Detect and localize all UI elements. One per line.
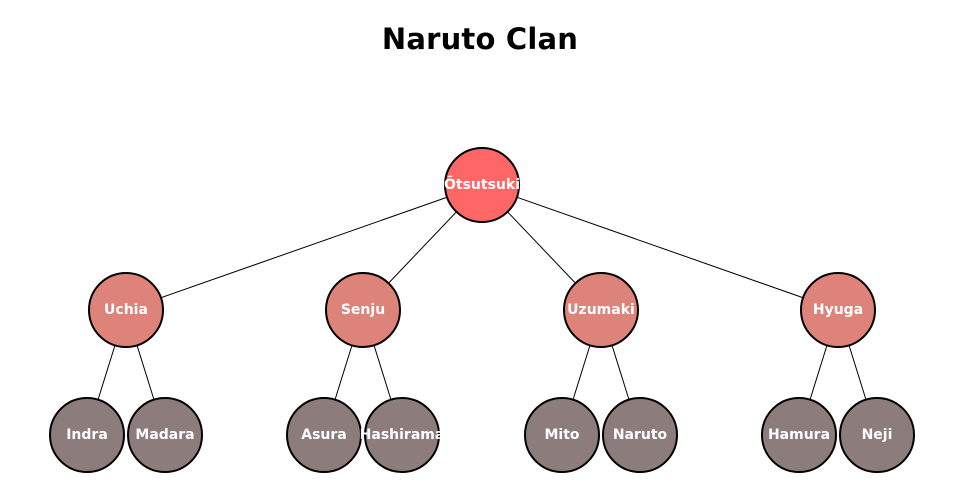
member-node-label: Hamura xyxy=(768,427,830,443)
diagram-title: Naruto Clan xyxy=(381,22,579,56)
clan-node-uzumaki: Uzumaki xyxy=(563,272,639,348)
clan-node-label: Uchia xyxy=(104,302,148,318)
member-node-circle xyxy=(286,397,362,473)
member-node-naruto: Naruto xyxy=(602,397,678,473)
member-node-label: Madara xyxy=(135,427,194,443)
root-node-otsutsuki: Ōtsutsuki xyxy=(444,147,520,223)
member-node-asura: Asura xyxy=(286,397,362,473)
member-node-label: Mito xyxy=(544,427,579,443)
member-node-circle xyxy=(127,397,203,473)
link-otsutsuki-uchia xyxy=(125,184,483,311)
clan-node-circle xyxy=(325,272,401,348)
clan-node-uchia: Uchia xyxy=(88,272,164,348)
clan-node-circle xyxy=(563,272,639,348)
member-node-hashirama: Hashirama xyxy=(360,397,445,473)
member-node-circle xyxy=(49,397,125,473)
member-node-label: Indra xyxy=(66,427,108,443)
member-node-circle xyxy=(761,397,837,473)
clan-node-label: Hyuga xyxy=(813,302,863,318)
clan-node-circle xyxy=(88,272,164,348)
clan-node-label: Uzumaki xyxy=(567,302,635,318)
member-node-circle xyxy=(839,397,915,473)
link-otsutsuki-hyuga xyxy=(481,184,839,311)
member-node-circle xyxy=(602,397,678,473)
member-node-hamura: Hamura xyxy=(761,397,837,473)
member-node-label: Hashirama xyxy=(360,427,445,443)
member-node-label: Asura xyxy=(301,427,347,443)
clan-node-circle xyxy=(800,272,876,348)
member-node-label: Naruto xyxy=(613,427,668,443)
member-node-mito: Mito xyxy=(524,397,600,473)
member-node-circle xyxy=(524,397,600,473)
member-node-indra: Indra xyxy=(49,397,125,473)
clan-node-hyuga: Hyuga xyxy=(800,272,876,348)
root-node-circle xyxy=(444,147,520,223)
clan-node-label: Senju xyxy=(341,302,385,318)
member-node-neji: Neji xyxy=(839,397,915,473)
member-node-label: Neji xyxy=(862,427,893,443)
clan-node-senju: Senju xyxy=(325,272,401,348)
member-node-circle xyxy=(364,397,440,473)
root-node-label: Ōtsutsuki xyxy=(444,175,520,193)
member-node-madara: Madara xyxy=(127,397,203,473)
